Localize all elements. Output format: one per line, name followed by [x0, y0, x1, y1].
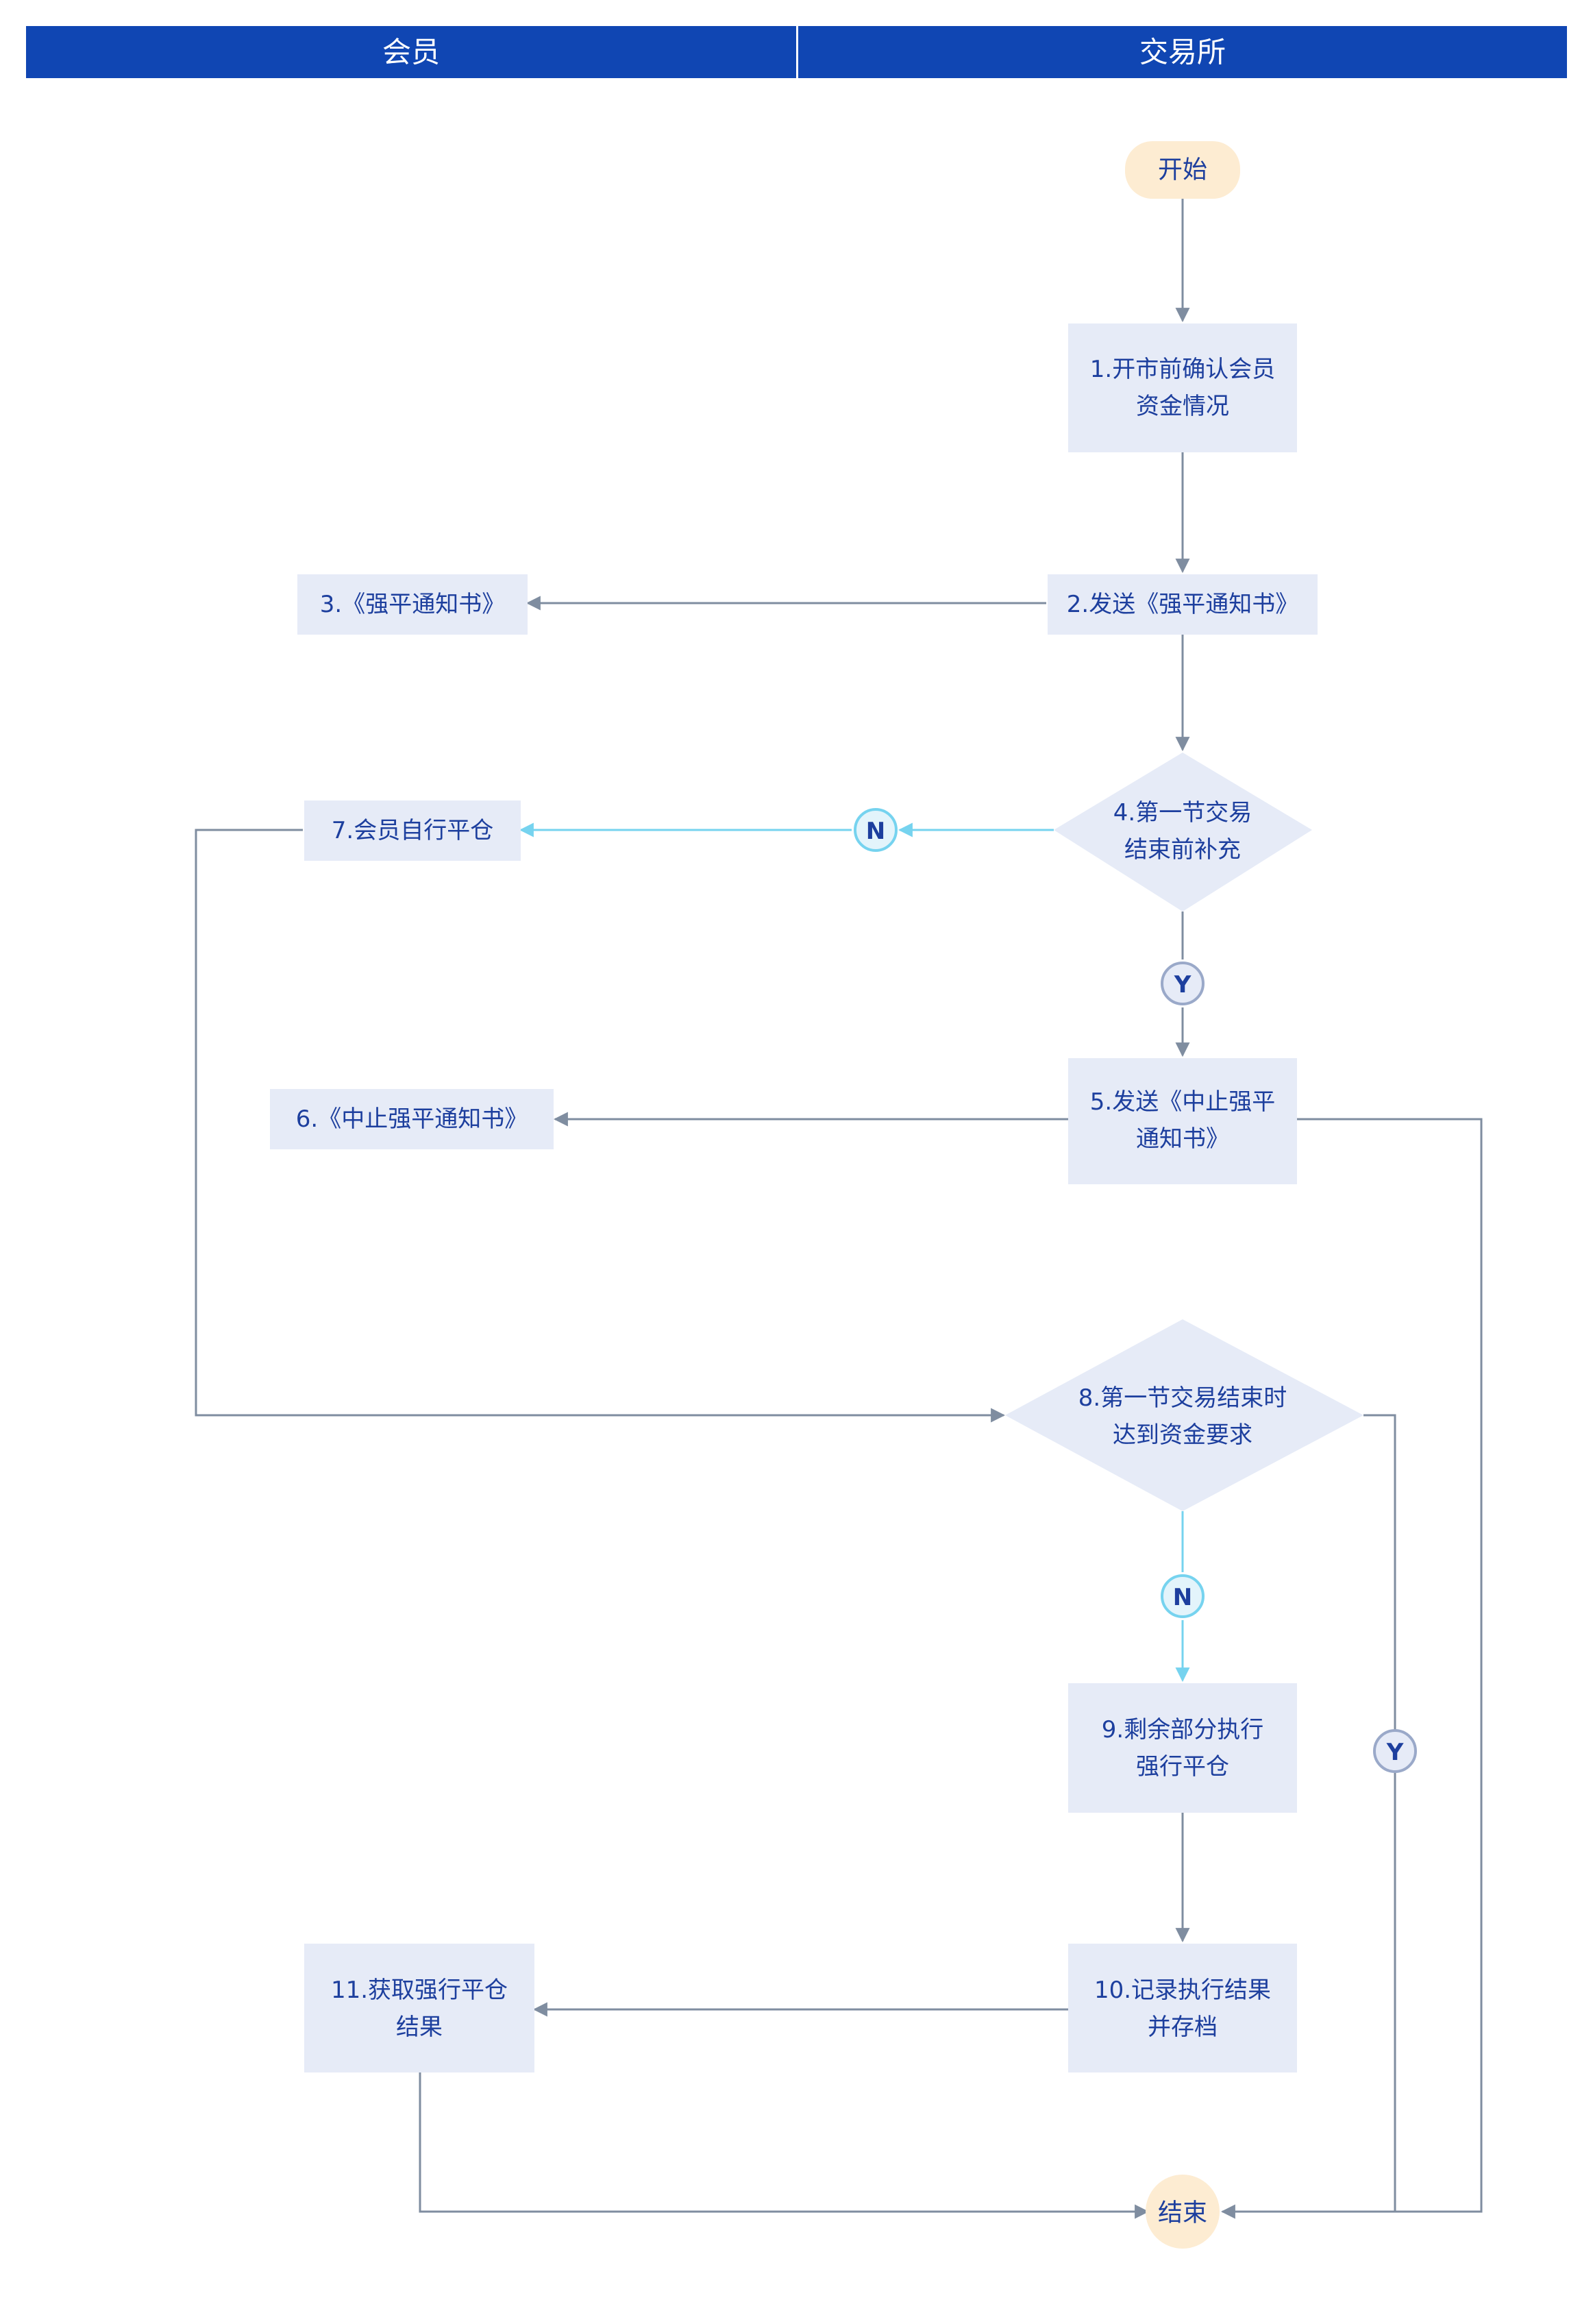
- process-node-10-line1: 10.记录执行结果: [1094, 1977, 1271, 2004]
- edge-n8-badge-y: [1363, 1414, 1396, 1727]
- badge-yes-8-label: Y: [1386, 1739, 1404, 1766]
- edge-n5-end: [1220, 1118, 1483, 2219]
- decision-node-4: 4.第一节交易 结束前补充: [1054, 753, 1312, 912]
- process-node-10-line2: 并存档: [1148, 2014, 1218, 2041]
- start-node: 开始: [1125, 141, 1240, 199]
- process-node-9-line1: 9.剩余部分执行: [1102, 1716, 1263, 1744]
- edge-n7-n8: [195, 829, 1006, 1423]
- process-node-11: 11.获取强行平仓 结果: [304, 1944, 534, 2072]
- process-node-11-line1: 11.获取强行平仓: [331, 1977, 508, 2004]
- edges: [195, 199, 1483, 2219]
- badge-no-4-label: N: [866, 818, 885, 845]
- process-node-3-label: 3.《强平通知书》: [320, 591, 505, 618]
- decision-node-8-line1: 8.第一节交易结束时: [1078, 1384, 1287, 1412]
- start-label: 开始: [1158, 156, 1207, 184]
- lane-header-member: 会员: [26, 26, 796, 78]
- lane-title-exchange: 交易所: [1139, 36, 1226, 69]
- process-node-1-line1: 1.开市前确认会员: [1090, 356, 1275, 383]
- process-node-2: 2.发送《强平通知书》: [1048, 574, 1318, 635]
- badge-no-8-label: N: [1173, 1584, 1192, 1611]
- process-node-1: 1.开市前确认会员 资金情况: [1068, 323, 1297, 452]
- decision-node-8: 8.第一节交易结束时 达到资金要求: [1005, 1319, 1363, 1511]
- process-node-9: 9.剩余部分执行 强行平仓: [1068, 1683, 1297, 1813]
- process-node-6-label: 6.《中止强平通知书》: [296, 1105, 528, 1133]
- process-node-11-line2: 结果: [396, 2014, 443, 2041]
- process-node-3: 3.《强平通知书》: [297, 574, 528, 635]
- edge-n11-end: [419, 2072, 1150, 2219]
- lane-header-exchange: 交易所: [798, 26, 1567, 78]
- decision-node-4-line2: 结束前补充: [1124, 836, 1241, 864]
- process-node-5-line2: 通知书》: [1136, 1125, 1229, 1153]
- decision-node-8-line2: 达到资金要求: [1113, 1421, 1252, 1449]
- process-node-5-line1: 5.发送《中止强平: [1090, 1088, 1275, 1116]
- process-node-10: 10.记录执行结果 并存档: [1068, 1944, 1297, 2072]
- process-node-5: 5.发送《中止强平 通知书》: [1068, 1058, 1297, 1184]
- end-label: 结束: [1158, 2199, 1207, 2227]
- badge-no-4: N: [854, 808, 898, 852]
- process-node-7: 7.会员自行平仓: [304, 800, 521, 861]
- process-node-1-line2: 资金情况: [1136, 393, 1229, 420]
- process-node-7-label: 7.会员自行平仓: [332, 817, 493, 844]
- process-node-2-label: 2.发送《强平通知书》: [1067, 591, 1298, 618]
- process-node-6: 6.《中止强平通知书》: [270, 1089, 554, 1149]
- end-node: 结束: [1146, 2175, 1220, 2249]
- lane-title-member: 会员: [382, 36, 440, 69]
- badge-no-8: N: [1161, 1574, 1205, 1618]
- badge-yes-8: Y: [1373, 1729, 1417, 1773]
- decision-node-4-line1: 4.第一节交易: [1113, 799, 1252, 827]
- badge-yes-4-label: Y: [1174, 971, 1191, 999]
- badge-yes-4: Y: [1161, 962, 1205, 1005]
- process-node-9-line2: 强行平仓: [1136, 1753, 1229, 1781]
